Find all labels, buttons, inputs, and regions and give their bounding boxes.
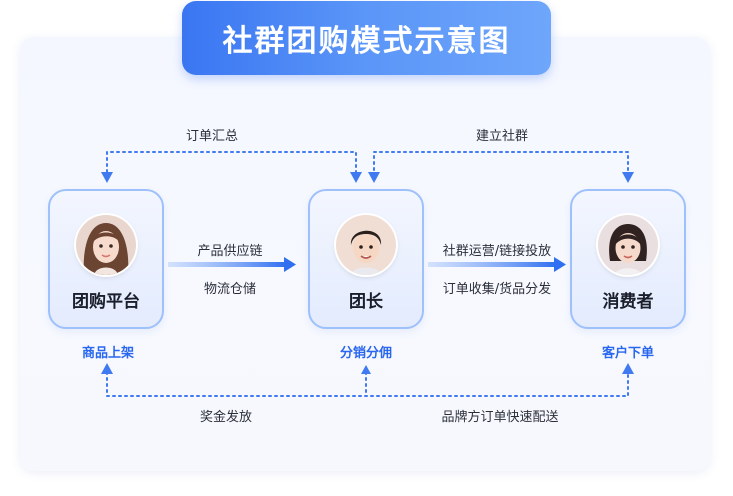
label-order-collection: 订单收集/货品分发 xyxy=(442,282,552,297)
label-logistics: 物流仓储 xyxy=(203,282,256,297)
man-avatar-icon xyxy=(336,215,396,275)
label-community-ops: 社群运营/链接投放 xyxy=(442,244,552,259)
avatar-leader xyxy=(336,215,396,275)
dotted-order-summary xyxy=(101,151,362,183)
label-build-community: 建立社群 xyxy=(475,129,528,144)
label-bonus-payout: 奖金发放 xyxy=(199,410,252,425)
node-platform: 团购平台 xyxy=(48,189,164,329)
node-consumer-label: 消费者 xyxy=(602,292,654,312)
avatar-consumer xyxy=(598,215,658,275)
node-leader-label: 团长 xyxy=(349,292,383,312)
woman-short-hair-avatar-icon xyxy=(598,215,658,275)
node-leader-sub: 分销分佣 xyxy=(339,346,392,361)
node-consumer-sub: 客户下单 xyxy=(601,346,654,361)
label-brand-order: 品牌方订单快速配送 xyxy=(441,410,559,425)
label-supply-chain: 产品供应链 xyxy=(197,244,263,259)
diagram-title: 社群团购模式示意图 xyxy=(182,1,551,75)
dotted-bottom-loop xyxy=(101,363,634,397)
label-order-summary: 订单汇总 xyxy=(185,129,238,144)
woman-avatar-icon xyxy=(76,215,136,275)
dotted-build-community xyxy=(368,151,634,183)
node-leader: 团长 xyxy=(308,189,424,329)
arrow-platform-to-leader xyxy=(168,257,296,272)
node-platform-label: 团购平台 xyxy=(72,292,140,312)
node-consumer: 消费者 xyxy=(570,189,686,329)
avatar-platform xyxy=(76,215,136,275)
node-platform-sub: 商品上架 xyxy=(81,346,134,361)
arrow-leader-to-consumer xyxy=(428,257,566,272)
